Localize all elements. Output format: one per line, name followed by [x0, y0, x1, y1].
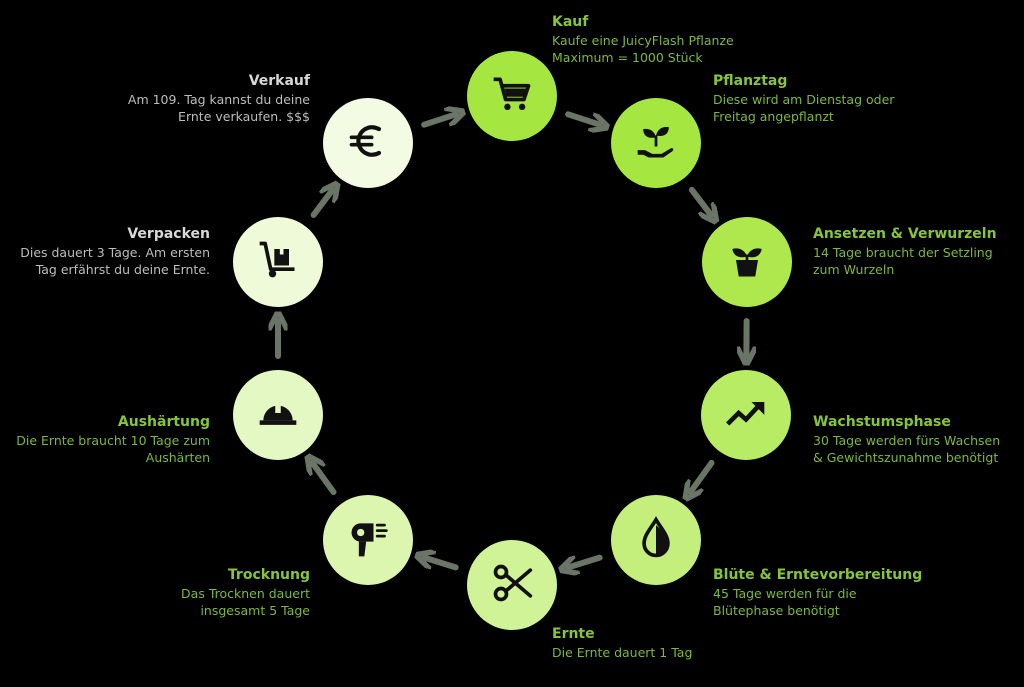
trending-up-icon	[724, 391, 768, 439]
arrow-1-to-2	[688, 186, 711, 215]
water-drop-icon	[634, 516, 678, 564]
euro-icon	[346, 119, 390, 167]
arrow-9-to-0	[421, 114, 456, 128]
arrow-8-to-9	[310, 190, 333, 218]
step-description: 30 Tage werden fürs Wachsen & Gewichtszu…	[813, 433, 1001, 465]
step-title: Verkauf	[248, 73, 310, 89]
step-node-2	[611, 98, 701, 188]
hair-dryer-icon	[346, 516, 390, 564]
arrow-4-to-5	[568, 554, 603, 568]
step-title: Blüte & Erntevorbereitung	[713, 567, 923, 583]
step-description: Dies dauert 3 Tage. Am ersten Tag erfähr…	[20, 245, 210, 277]
scissors-icon	[490, 561, 534, 609]
step-node-4	[701, 370, 791, 460]
plant-in-hand-icon	[634, 119, 678, 167]
hand-truck-icon	[256, 238, 300, 286]
step-label-4: Wachstumsphase 30 Tage werden fürs Wachse…	[813, 412, 1018, 466]
cart-icon	[490, 72, 534, 120]
step-title: Pflanztag	[713, 73, 788, 89]
step-label-5: Blüte & Erntevorbereitung 45 Tage werden …	[713, 565, 973, 619]
step-node-6	[467, 540, 557, 630]
step-description: 45 Tage werden für die Blütephase benöti…	[713, 586, 857, 618]
step-title: Wachstumsphase	[813, 414, 951, 430]
arrow-0-to-1	[565, 111, 600, 124]
step-node-1	[467, 51, 557, 141]
step-node-10	[323, 98, 413, 188]
potted-plant-icon	[725, 238, 769, 286]
step-description: Diese wird am Dienstag oder Freitag ange…	[713, 92, 895, 124]
step-node-8	[233, 370, 323, 460]
step-node-5	[611, 495, 701, 585]
step-label-10: Verkauf Am 109. Tag kannst du deine Ernte…	[50, 71, 310, 125]
step-title: Ansetzen & Verwurzeln	[813, 226, 997, 242]
step-description: 14 Tage braucht der Setzling zum Wurzeln	[813, 245, 993, 277]
step-title: Kauf	[552, 14, 589, 30]
step-title: Aushärtung	[117, 414, 210, 430]
arrow-3-to-4	[690, 459, 715, 492]
step-description: Kaufe eine JuicyFlash Pflanze Maximum = …	[552, 33, 734, 65]
step-description: Die Ernte braucht 10 Tage zum Aushärten	[16, 433, 210, 465]
step-node-9	[233, 217, 323, 307]
step-description: Die Ernte dauert 1 Tag	[552, 645, 693, 660]
step-description: Das Trocknen dauert insgesamt 5 Tage	[181, 586, 310, 618]
arrow-6-to-7	[312, 463, 337, 496]
step-title: Verpacken	[127, 226, 210, 242]
hard-hat-icon	[256, 391, 300, 439]
arrow-5-to-6	[424, 558, 459, 571]
step-title: Ernte	[552, 626, 595, 642]
step-title: Trocknung	[227, 567, 310, 583]
step-label-3: Ansetzen & Verwurzeln 14 Tage braucht der…	[813, 224, 1018, 278]
step-description: Am 109. Tag kannst du deine Ernte verkau…	[127, 92, 310, 124]
step-node-3	[702, 217, 792, 307]
step-node-7	[323, 495, 413, 585]
